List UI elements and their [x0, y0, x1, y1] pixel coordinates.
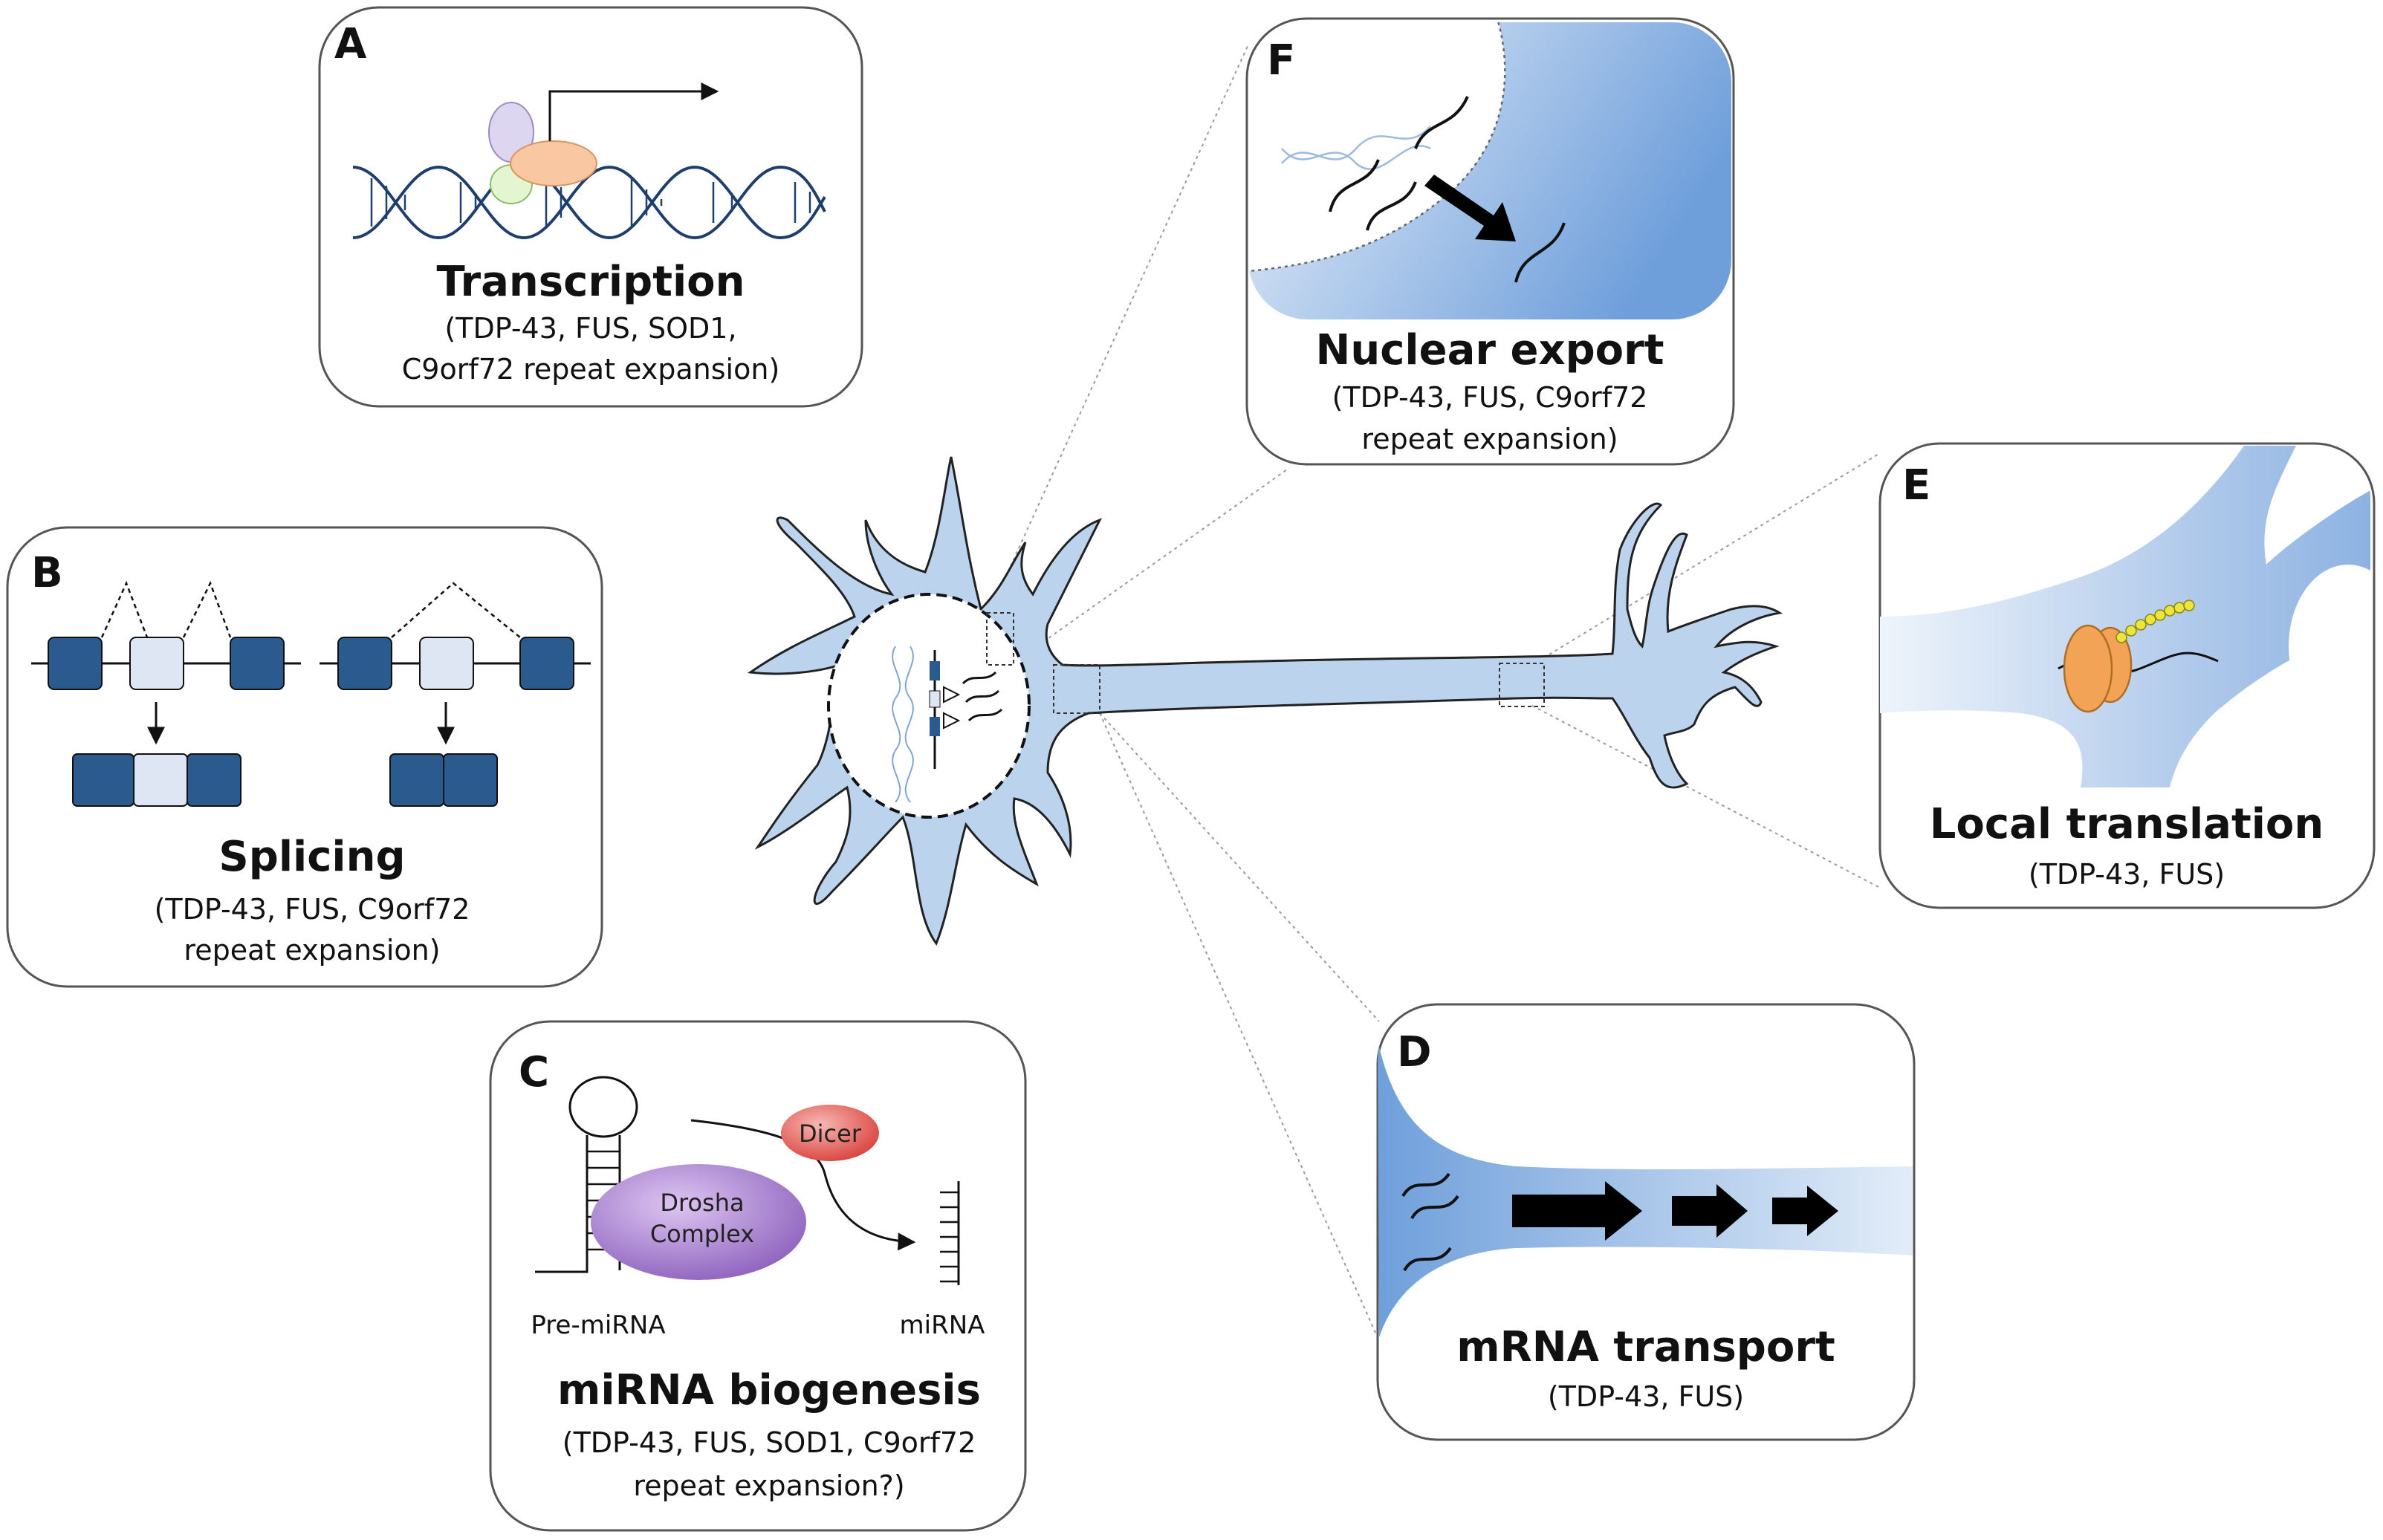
- panel-genes-a-line1: (TDP-43, FUS, SOD1,: [444, 312, 736, 345]
- zoom-guide-lines: [988, 44, 1881, 1342]
- zoom-box-nucleus-edge: [986, 612, 1014, 666]
- panel-letter-f: F: [1267, 36, 1295, 85]
- splicing-variant-inclusion: [31, 580, 301, 807]
- transcription-start-arrow: [548, 82, 719, 141]
- neuron-illustration: [747, 456, 1783, 946]
- panel-mirna-biogenesis: C Dicer Drosha Complex: [489, 1020, 1027, 1532]
- panel-title-c: miRNA biogenesis: [557, 1366, 981, 1414]
- transport-arrow-3: [1772, 1186, 1838, 1236]
- rna-polymerase: [510, 140, 597, 186]
- drosha-label-line1: Drosha: [660, 1189, 744, 1217]
- pre-mirna-label: Pre-miRNA: [531, 1310, 665, 1340]
- ribosome-large-subunit: [2063, 624, 2113, 713]
- panel-genes-b-line2: repeat expansion): [184, 934, 440, 966]
- panel-title-d: mRNA transport: [1456, 1323, 1835, 1371]
- nuclear-mrna-strands: [1329, 96, 1566, 283]
- panel-genes-c-line1: (TDP-43, FUS, SOD1, C9orf72: [562, 1426, 976, 1459]
- panel-title-e: Local translation: [1930, 800, 2324, 848]
- panel-genes-e: (TDP-43, FUS): [2029, 858, 2225, 891]
- panel-genes-f-line1: (TDP-43, FUS, C9orf72: [1332, 381, 1648, 414]
- axon-hillock-segment: [1378, 1040, 1913, 1337]
- zoom-box-axon-hillock: [1053, 664, 1100, 714]
- processing-arrow: [690, 1119, 916, 1251]
- panel-local-translation: E Local translation (TDP-43, FUS): [1878, 442, 2376, 909]
- panel-title-b: Splicing: [218, 833, 405, 881]
- transport-arrows: [1512, 1181, 1838, 1241]
- panel-letter-a: A: [334, 20, 367, 68]
- transport-arrow-2: [1672, 1184, 1748, 1238]
- panel-splicing: B Splicing (TDP-43, FUS, C9orf72: [6, 526, 603, 988]
- neuron-nucleus: [827, 593, 1031, 819]
- splicing-variant-skipping: [320, 582, 591, 807]
- panel-genes-b-line1: (TDP-43, FUS, C9orf72: [155, 893, 470, 926]
- export-arrow: [1424, 175, 1516, 241]
- nascent-peptide-chain: [2115, 600, 2195, 643]
- drosha-complex: [591, 1164, 806, 1280]
- panel-genes-c-line2: repeat expansion?): [633, 1469, 904, 1502]
- mature-mirna: [940, 1181, 960, 1285]
- panel-nuclear-export: F Nuclear export (TDP-43, FUS, C9orf72 r…: [1245, 17, 1735, 466]
- nuclear-dna-helix: [1281, 126, 1431, 170]
- dna-double-helix: [352, 165, 826, 240]
- panel-genes-a-line2: C9orf72 repeat expansion): [402, 353, 780, 386]
- panel-genes-d: (TDP-43, FUS): [1548, 1380, 1744, 1413]
- panel-mrna-transport: D mRNA transport (TDP-43, FUS): [1376, 1003, 1916, 1441]
- nucleus-mini-gene: [929, 650, 961, 769]
- drosha-label-line2: Complex: [650, 1220, 754, 1248]
- transport-arrow-1: [1512, 1181, 1642, 1241]
- panel-title-a: Transcription: [436, 258, 745, 306]
- panel-title-f: Nuclear export: [1315, 326, 1664, 374]
- mirna-label: miRNA: [900, 1310, 985, 1340]
- transported-mrna-strands: [1401, 1172, 1459, 1272]
- panel-genes-f-line2: repeat expansion): [1361, 423, 1618, 455]
- nucleus-mrna-strands: [962, 671, 1003, 722]
- dicer-enzyme: [781, 1105, 879, 1161]
- panel-letter-e: E: [1902, 461, 1930, 510]
- zoom-box-axon-terminal: [1499, 663, 1545, 707]
- panel-transcription: A Transcription (TDP-43, FUS, SOD1, C9or…: [318, 6, 863, 408]
- axon-branch: [1880, 446, 2370, 787]
- panel-letter-b: B: [31, 549, 63, 597]
- dicer-label: Dicer: [799, 1120, 862, 1148]
- panel-letter-c: C: [519, 1048, 549, 1096]
- neuron-cell-body: [747, 456, 1783, 946]
- nucleus-dna-helix: [892, 646, 914, 803]
- panel-letter-d: D: [1397, 1028, 1431, 1076]
